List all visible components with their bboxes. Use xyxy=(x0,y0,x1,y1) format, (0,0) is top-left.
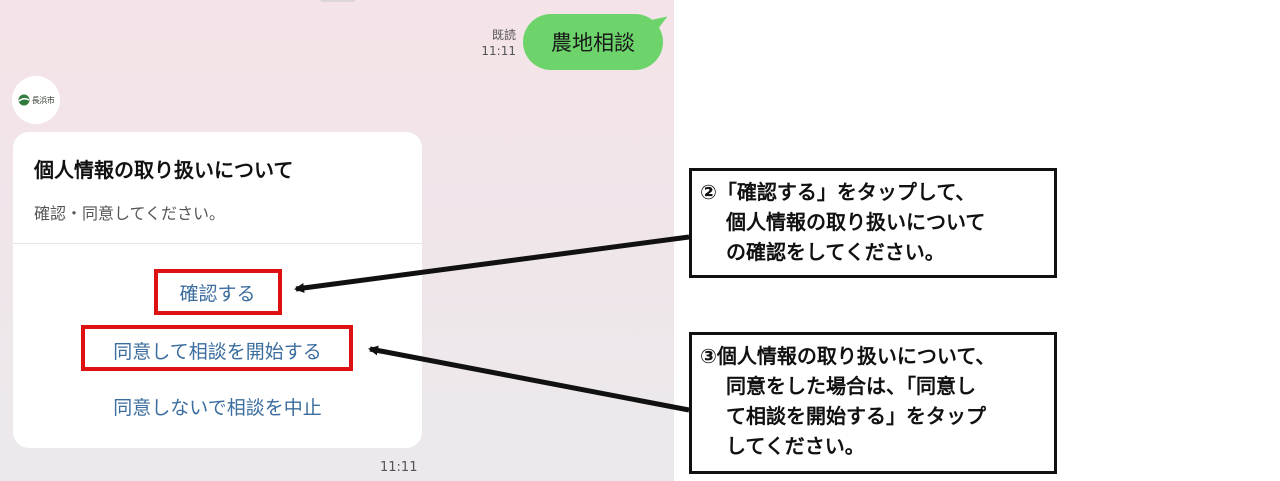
annotation-line: してください。 xyxy=(726,434,865,458)
arrow-to-agree-start xyxy=(368,345,690,413)
decline-stop-button-label: 同意しないで相談を中止 xyxy=(113,397,322,419)
card-subtitle: 確認・同意してください。 xyxy=(34,204,226,223)
read-label: 既読 xyxy=(491,28,516,42)
annotation-line: ③個人情報の取り扱いについて、 xyxy=(700,344,996,368)
card-title: 個人情報の取り扱いについて xyxy=(34,158,294,182)
chat-area: 既読 11:11 農地相談 長浜市 個人情報の取り扱いについて 確認・同意してく… xyxy=(0,0,674,481)
top-handle xyxy=(320,0,356,2)
annotation-line: 個人情報の取り扱いについて xyxy=(726,210,986,234)
privacy-card: 個人情報の取り扱いについて 確認・同意してください。 確認する 同意して相談を開… xyxy=(13,132,422,448)
user-message-text: 農地相談 xyxy=(551,31,635,55)
highlight-confirm xyxy=(154,269,282,315)
annotation-agree: ③個人情報の取り扱いについて、 同意をした場合は、「同意し て相談を開始する」を… xyxy=(689,332,1057,474)
confirm-button-label: 確認する xyxy=(179,283,256,305)
annotation-line: て相談を開始する」をタップ xyxy=(726,404,986,428)
arrow-to-confirm xyxy=(294,234,690,293)
confirm-button[interactable]: 確認する xyxy=(13,279,422,306)
annotation-line: 同意をした場合は、「同意し xyxy=(726,374,976,398)
agree-start-button-label: 同意して相談を開始する xyxy=(113,341,322,363)
agree-start-button[interactable]: 同意して相談を開始する xyxy=(13,337,422,364)
avatar-label: 長浜市 xyxy=(31,95,55,105)
card-divider xyxy=(13,243,422,244)
read-receipt: 既読 11:11 xyxy=(474,27,516,59)
user-message-bubble: 農地相談 xyxy=(523,14,663,70)
bot-message-time: 11:11 xyxy=(380,460,418,475)
city-emblem-icon xyxy=(18,94,30,106)
message-time: 11:11 xyxy=(481,44,516,58)
highlight-agree-start xyxy=(81,325,353,371)
decline-stop-button[interactable]: 同意しないで相談を中止 xyxy=(13,393,422,420)
annotation-line: ②「確認する」をタップして、 xyxy=(700,180,976,204)
annotation-line: の確認をしてください。 xyxy=(726,240,945,264)
annotation-confirm: ②「確認する」をタップして、 個人情報の取り扱いについて の確認をしてください。 xyxy=(689,168,1057,278)
bot-avatar[interactable]: 長浜市 xyxy=(12,76,60,124)
